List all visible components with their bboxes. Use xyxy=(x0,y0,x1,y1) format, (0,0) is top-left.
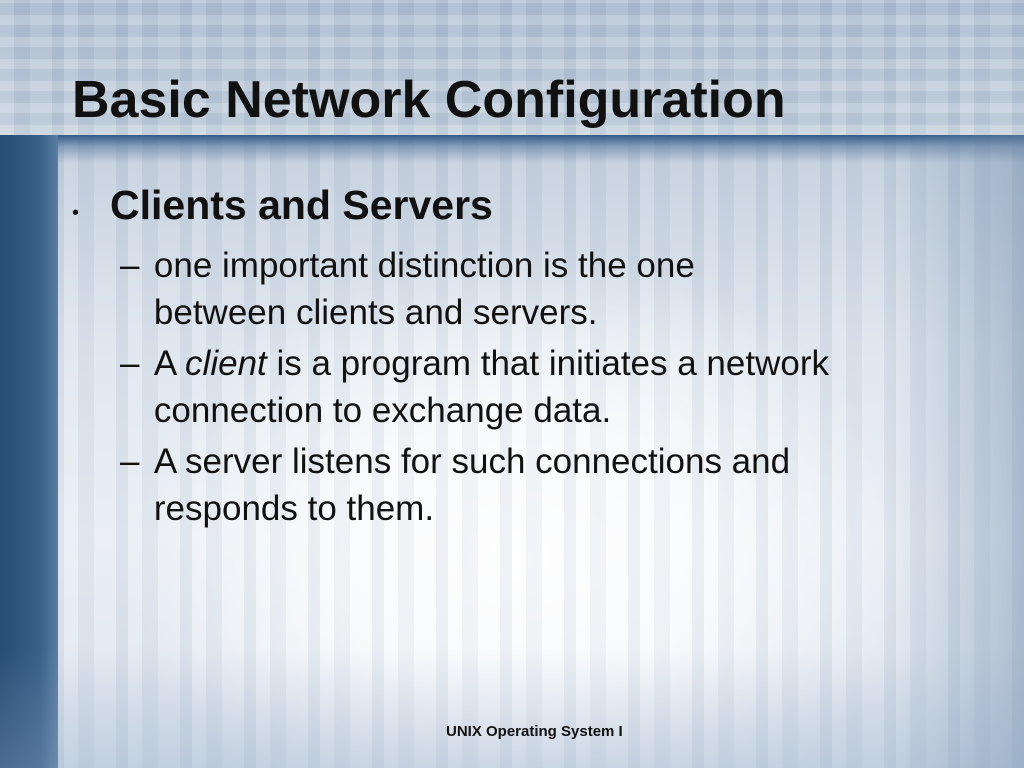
right-shade xyxy=(884,135,1024,768)
bullet-heading: Clients and Servers xyxy=(110,182,493,228)
dash-icon: – xyxy=(120,246,140,285)
header-divider xyxy=(0,135,1024,163)
sub-item-text: A server listens for such connections an… xyxy=(153,442,791,528)
emphasis-client: client xyxy=(185,344,267,383)
title-band xyxy=(0,0,1024,135)
slide-content: • Clients and Servers – one important di… xyxy=(72,180,832,536)
sub-item-text: A client is a program that initiates a n… xyxy=(154,340,832,434)
sub-item-suffix: is a program that initiates a network co… xyxy=(153,344,829,430)
sub-item-prefix: A xyxy=(153,344,186,383)
dash-icon: – xyxy=(120,344,140,383)
bullet-item: • Clients and Servers xyxy=(72,180,832,238)
bottom-shade xyxy=(0,648,1024,768)
sub-item-server: – A server listens for such connections … xyxy=(120,438,832,532)
sub-list: – one important distinction is the one b… xyxy=(120,242,832,532)
left-accent-bar xyxy=(0,135,58,768)
sub-item-distinction: – one important distinction is the one b… xyxy=(120,242,832,336)
sub-item-client: – A client is a program that initiates a… xyxy=(120,340,832,434)
dash-icon: – xyxy=(120,442,140,481)
slide-footer: UNIX Operating System I xyxy=(446,723,623,740)
slide-title: Basic Network Configuration xyxy=(72,71,786,129)
sub-item-text: one important distinction is the one bet… xyxy=(153,246,695,332)
bullet-icon: • xyxy=(72,202,80,224)
